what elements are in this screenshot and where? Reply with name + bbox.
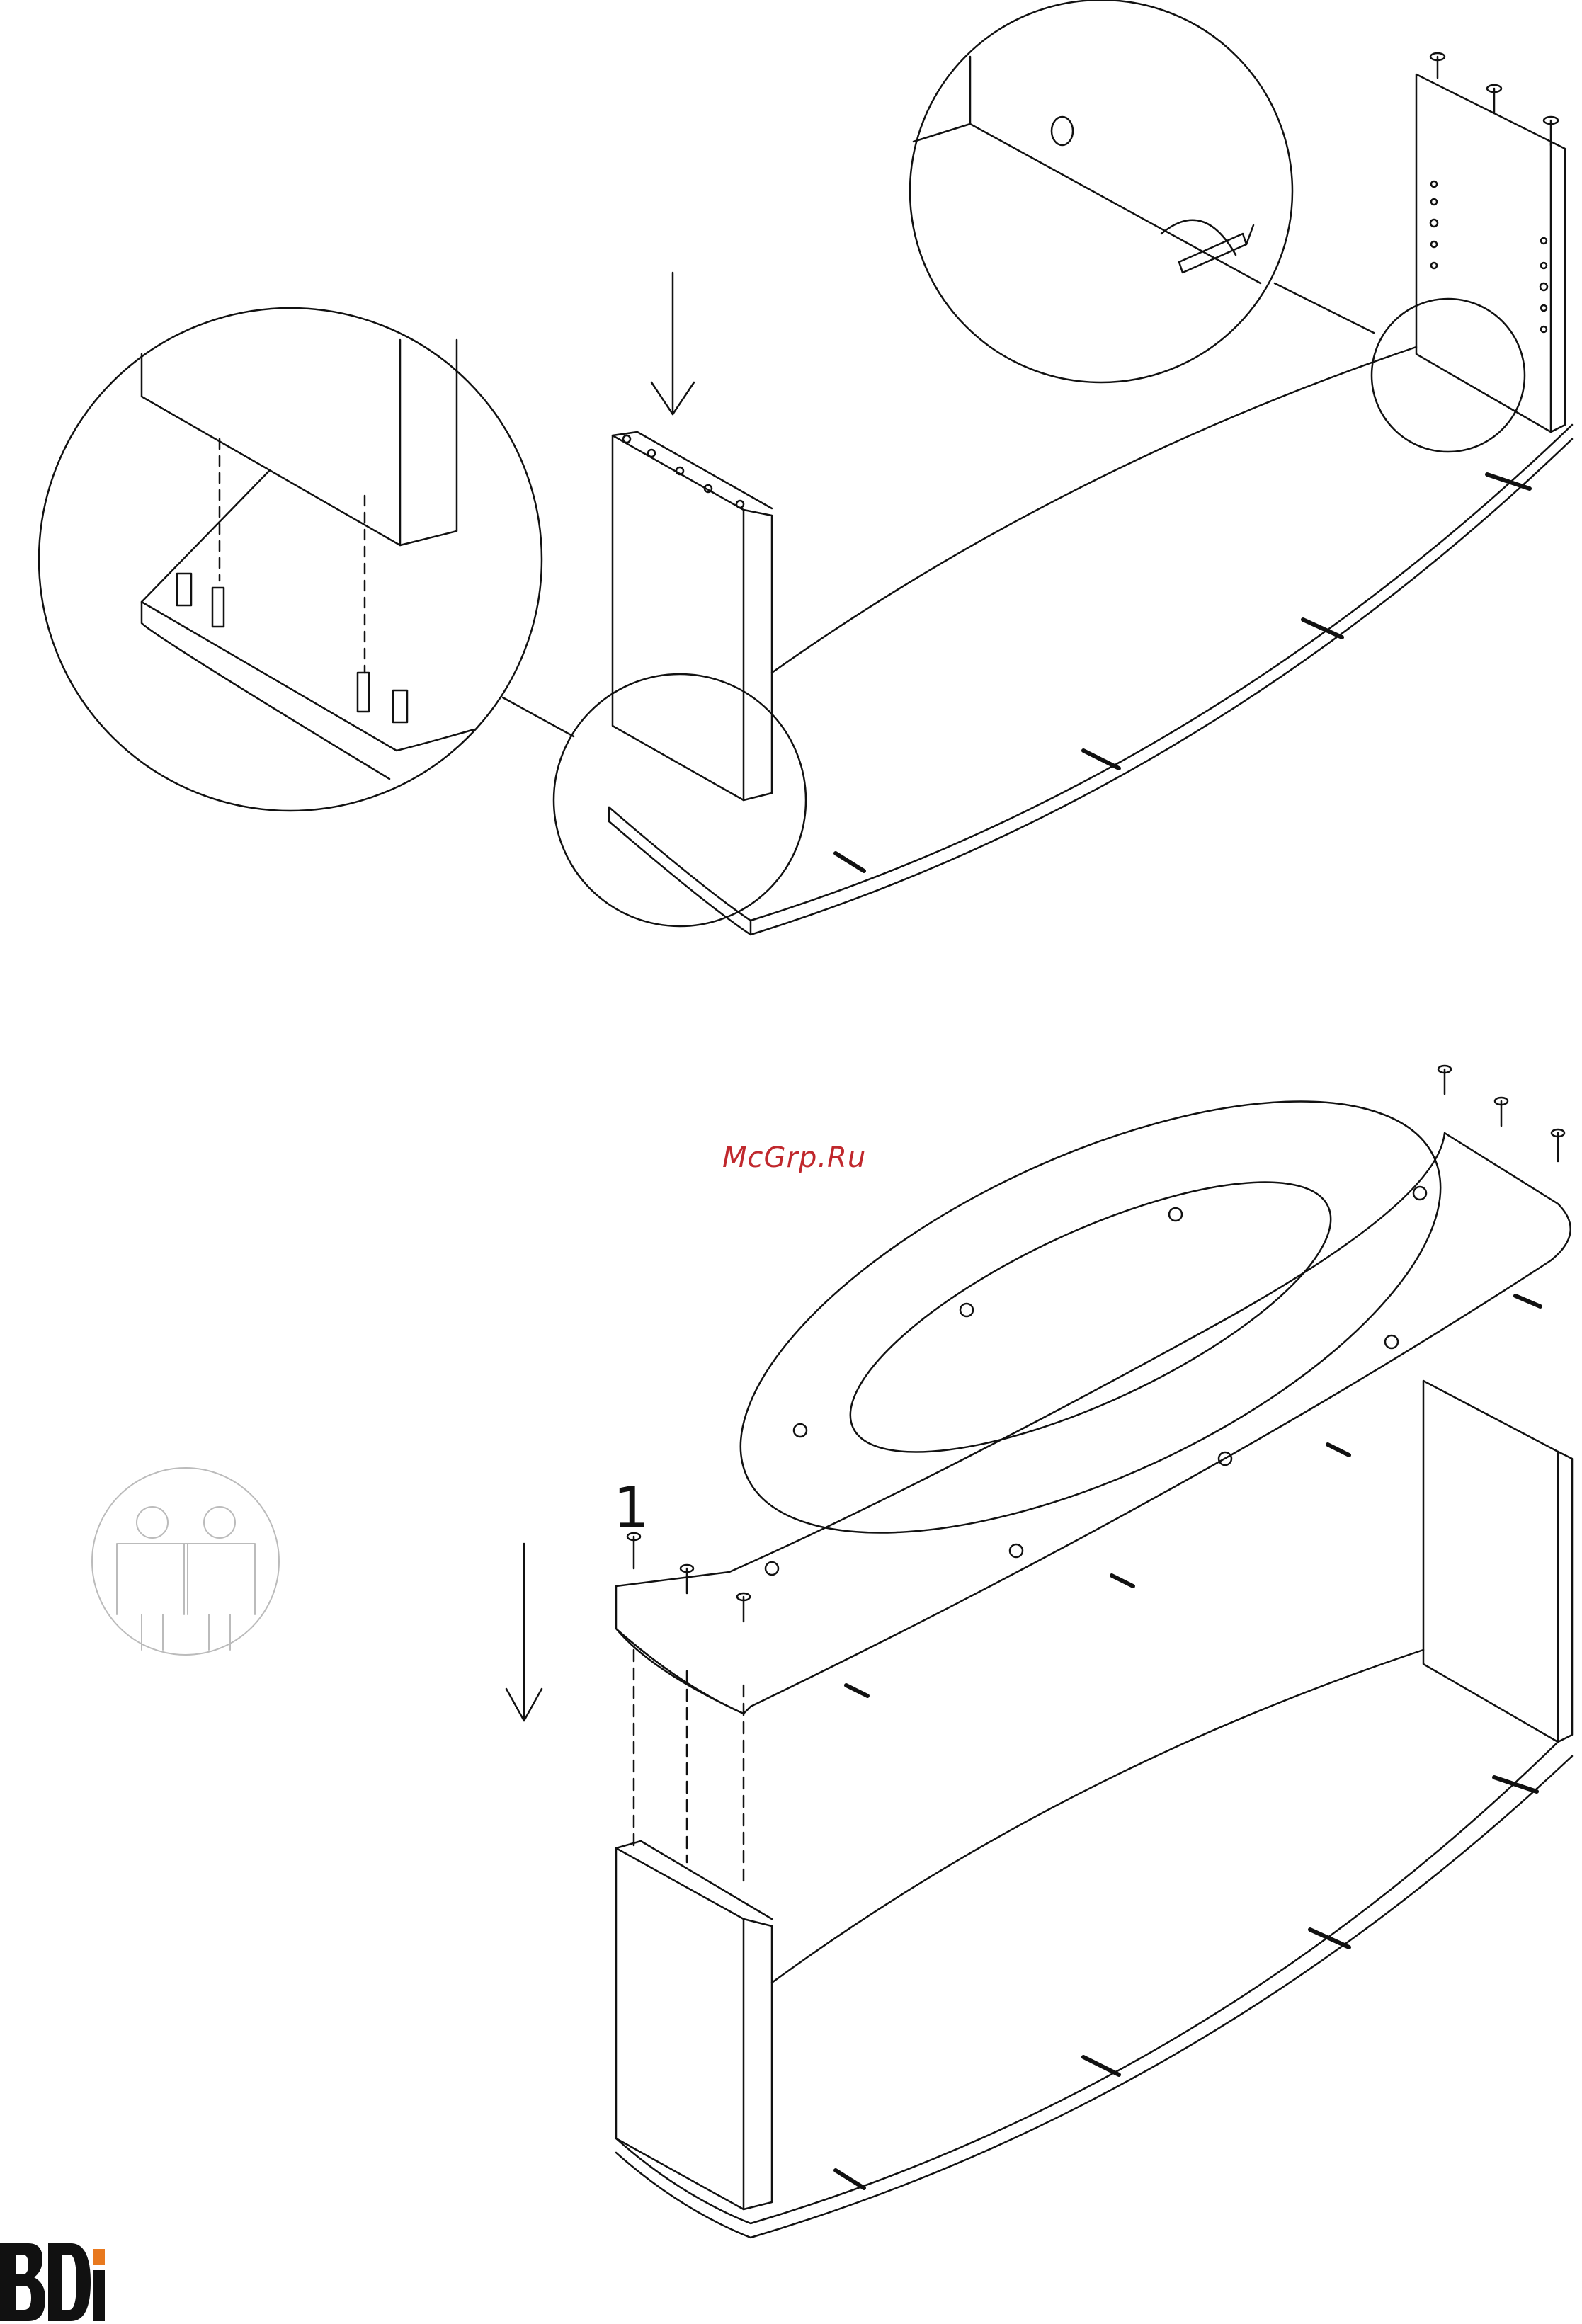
top-screws [1430,53,1558,145]
lower-frame [616,1296,1572,2238]
step-bottom-top-assembly [92,1013,1572,2238]
down-arrow-icon [651,273,694,414]
hex-key-icon [1161,220,1253,273]
right-side-panel [1416,74,1565,432]
two-person-assembly-icon [92,1468,279,1655]
step-top-base-assembly [39,0,1572,935]
base-inner-curve [772,347,1416,673]
oval-plate [680,1013,1501,1622]
bdi-logo [0,2243,106,2321]
base-panel-outline [609,425,1572,921]
down-arrow-icon-bottom [506,1544,542,1721]
detail-circle-left [39,308,806,926]
front-brackets [836,474,1530,871]
left-side-panel [613,432,772,800]
oval-plate-inner [817,1129,1364,1505]
detail-number: 1 [613,1480,649,1537]
top-panel [616,1013,1571,1714]
watermark-text: McGrp.Ru [722,1141,866,1174]
